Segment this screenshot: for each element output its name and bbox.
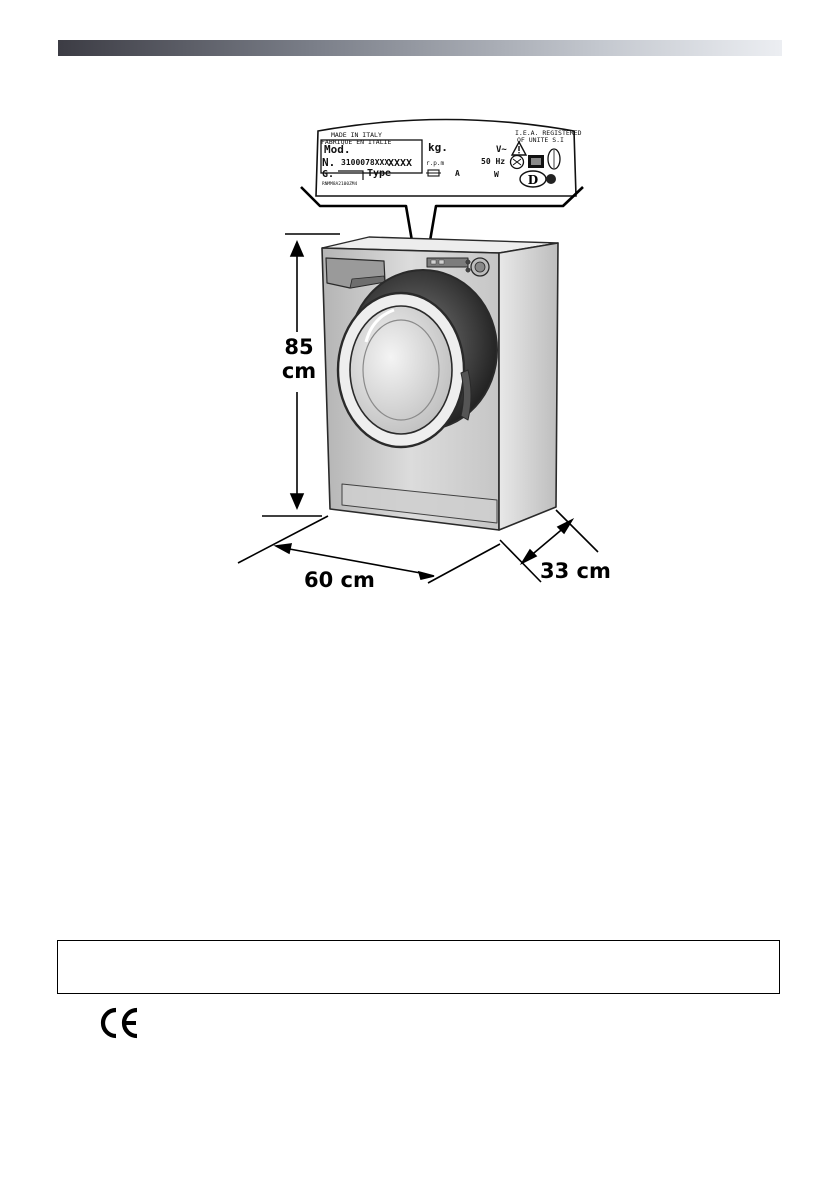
label-kg: kg. — [428, 141, 448, 154]
dimension-lines — [237, 233, 599, 584]
washing-machine-dimensions-figure: MADE IN ITALY FABRIQUE EN ITALIE I.E.A. … — [237, 118, 611, 592]
ce-mark-icon — [100, 1007, 138, 1039]
label-small-code: RNMM8A2100ZM4 — [322, 181, 358, 187]
label-rpm: r.p.m — [426, 160, 444, 167]
warning-triangle-icon — [510, 140, 528, 156]
washing-machine-illustration — [321, 236, 559, 531]
certification-symbols: D — [509, 148, 561, 188]
label-serial-xxxx: XXXX — [388, 158, 412, 169]
notice-box — [57, 940, 780, 994]
label-made-in-italy: MADE IN ITALY — [331, 131, 382, 139]
fuse-icon — [426, 169, 441, 177]
model-box — [320, 139, 423, 174]
height-unit-label: cm — [282, 359, 316, 383]
label-of-unite: OF UNITE S.I — [517, 136, 564, 144]
label-g: G. — [322, 169, 334, 180]
rating-label-plate: MADE IN ITALY FABRIQUE EN ITALIE I.E.A. … — [315, 118, 582, 197]
label-serial-number: 3100078XXX — [341, 158, 389, 167]
header-gradient-bar — [58, 40, 782, 56]
width-label: 60 cm — [304, 568, 375, 592]
height-value-label: 85 — [284, 335, 313, 359]
label-iea-registered: I.E.A. REGISTERED — [515, 129, 582, 137]
depth-label: 33 cm — [540, 559, 611, 583]
label-mod: Mod. — [324, 143, 351, 156]
label-fabrique-en-italie: FABRIQUE EN ITALIE — [321, 138, 392, 146]
label-amp: A — [455, 169, 460, 178]
label-volt: V~ — [496, 145, 507, 155]
label-serial-prefix: N. — [322, 156, 335, 169]
label-type: Type — [367, 168, 391, 179]
label-d-badge: D — [528, 173, 538, 187]
label-watt: W — [494, 170, 499, 179]
label-hz: 50 Hz — [481, 157, 505, 166]
